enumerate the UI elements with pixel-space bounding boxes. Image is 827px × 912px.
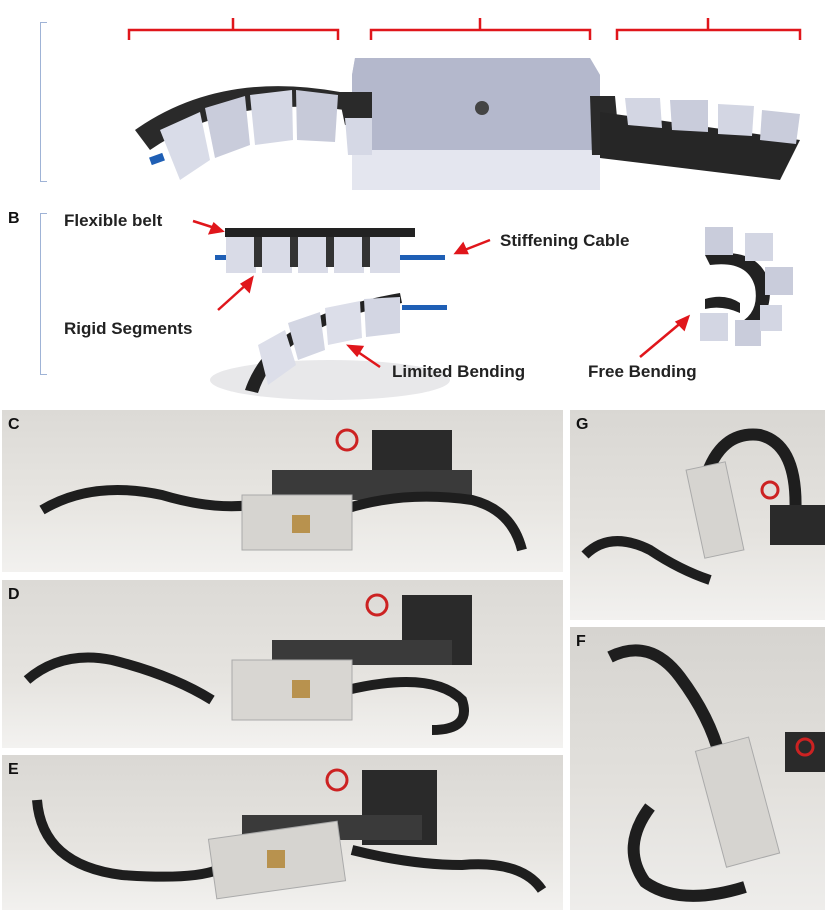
panel-letter-f: F bbox=[576, 633, 586, 650]
limited-bending-chain bbox=[210, 293, 450, 400]
free-bending-chain bbox=[700, 227, 793, 346]
panel-letter-c: C bbox=[8, 416, 20, 433]
label-free-bending: Free Bending bbox=[588, 362, 697, 381]
robot-photo-c bbox=[39, 428, 527, 552]
arrow-limited-bending bbox=[346, 344, 381, 369]
robot-photo-d bbox=[23, 593, 472, 735]
photo-panel-f bbox=[570, 627, 825, 910]
robot-photo-f bbox=[607, 644, 825, 902]
panel-a bbox=[0, 0, 827, 195]
label-stiffening-cable: Stiffening Cable bbox=[500, 231, 630, 250]
photo-panel-e bbox=[2, 755, 563, 910]
arrow-rigid-segments bbox=[217, 275, 254, 311]
label-limited-bending: Limited Bending bbox=[392, 362, 526, 381]
arrow-free-bending bbox=[639, 314, 691, 358]
panel-letter-b: B bbox=[8, 210, 20, 227]
center-body bbox=[352, 58, 600, 190]
red-bracket-middle bbox=[369, 18, 592, 40]
panel-b: B bbox=[0, 195, 827, 410]
panel-letter-e: E bbox=[8, 761, 19, 778]
panel-a-bracket bbox=[40, 22, 47, 182]
right-leg bbox=[590, 96, 800, 180]
photo-panel-c bbox=[2, 410, 563, 572]
panel-letter-g: G bbox=[576, 416, 589, 433]
left-leg bbox=[135, 86, 372, 180]
panel-a-render bbox=[127, 18, 802, 190]
label-rigid-segments: Rigid Segments bbox=[64, 319, 193, 338]
panel-b-bracket bbox=[40, 213, 47, 375]
photo-panel-g bbox=[570, 410, 825, 620]
straight-chain bbox=[215, 228, 445, 273]
arrow-stiffening-cable bbox=[453, 238, 491, 255]
red-bracket-right bbox=[615, 18, 802, 40]
panel-letter-d: D bbox=[8, 586, 20, 603]
arrow-flexible-belt bbox=[192, 219, 225, 235]
panel-b-diagrams bbox=[192, 219, 793, 400]
photo-panel-d bbox=[2, 580, 563, 748]
robot-photo-g bbox=[581, 428, 825, 585]
label-flexible-belt: Flexible belt bbox=[64, 211, 163, 230]
robot-photo-e bbox=[32, 768, 547, 900]
red-bracket-left bbox=[127, 18, 340, 40]
